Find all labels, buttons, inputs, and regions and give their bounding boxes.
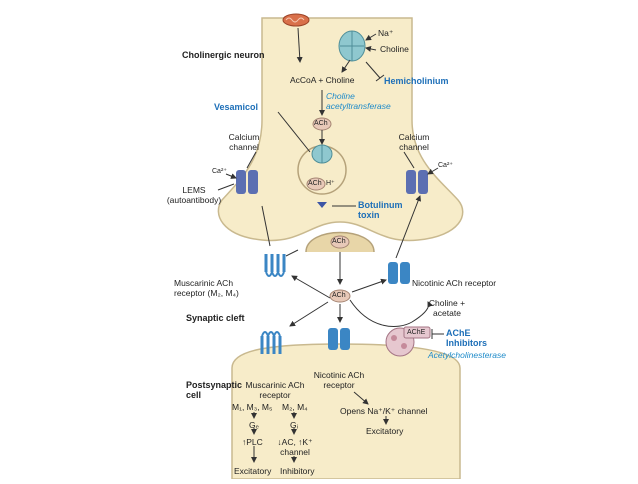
hemicholinium-label: Hemicholinium (384, 76, 449, 86)
nicotinic-postsynaptic-label: Nicotinic ACh receptor (313, 370, 365, 390)
excitatory-right-label: Excitatory (366, 426, 404, 436)
gpcr-receptor-icon (264, 254, 286, 277)
vesicle-ach (306, 177, 326, 191)
na-arrow (365, 33, 377, 41)
gq-label: Gₑ (249, 420, 259, 430)
vesamicol-inhibit (277, 111, 311, 153)
acoa-arrow (296, 27, 303, 63)
hemicholinium-inhibit (365, 61, 381, 79)
calcium-channel-icon (236, 170, 258, 194)
cholinergic-neuron-label: Cholinergic neuron (182, 50, 265, 60)
choline-arrow (365, 46, 377, 52)
vesamicol-label: Vesamicol (214, 102, 259, 112)
ache-enzyme-label: AChE (407, 329, 426, 336)
acetylcholinesterase-label: Acetylcholinesterase (428, 350, 506, 360)
choline-label: Choline (380, 44, 409, 54)
nicotinic-receptor-icon (328, 328, 350, 350)
plc-label: ↑PLC (242, 437, 263, 447)
cleft-ach-label: ACh (332, 292, 346, 299)
ca-right-label: Ca²⁺ (438, 162, 453, 169)
muscarinic-postsynaptic-label: Muscarinic ACh receptor (245, 380, 305, 400)
calcium-channel-left-label: Calcium channel (228, 132, 260, 152)
inhibitory-label: Inhibitory (280, 466, 315, 476)
m-even-label: M₂, M₄ (282, 402, 308, 412)
muscarinic-presynaptic-label: Muscarinic ACh receptor (M₂, M₄) (174, 278, 239, 298)
mitochondrion-icon (282, 13, 310, 27)
m-odd-label: M₁, M₃, M₅ (232, 402, 273, 412)
choline-acetyltransferase-label: Choline acetyltransferase (326, 91, 391, 111)
choline-transporter-icon (338, 30, 366, 62)
calcium-channel-icon (406, 170, 428, 194)
cleft-ach (329, 289, 351, 303)
lems-inhibit (217, 183, 235, 191)
choline-uptake-arrow (341, 59, 351, 73)
excitatory-left-label: Excitatory (234, 466, 272, 476)
ca-left-label: Ca²⁺ (212, 168, 227, 175)
choline-acetate-label: Choline + acetate (428, 298, 466, 318)
gpcr-receptor-icon (260, 331, 282, 354)
h-plus-label: H⁺ (326, 180, 335, 187)
vesicle-transporter-icon (311, 144, 333, 164)
nicotinic-receptor-icon (388, 262, 410, 284)
na-label: Na⁺ (378, 28, 394, 38)
ach-synth-label: ACh (314, 120, 328, 127)
docked-ach-label: ACh (332, 238, 346, 245)
acoa-choline-label: AcCoA + Choline (290, 75, 355, 85)
lems-label: LEMS (autoantibody) (166, 185, 222, 205)
ac-k-label: ↓AC, ↑K⁺ channel (277, 437, 313, 457)
ache-enzyme-icon (385, 326, 431, 357)
ache-inhibitors-label: AChE Inhibitors (446, 328, 487, 348)
opens-na-k-label: Opens Na⁺/K⁺ channel (340, 406, 428, 416)
gi-label: Gᵢ (290, 420, 298, 430)
postsynaptic-cell-label: Postsynaptic cell (186, 380, 243, 400)
hydrolysis-arrow (349, 299, 433, 328)
nicotinic-presynaptic-label: Nicotinic ACh receptor (412, 278, 497, 288)
botulinum-toxin-label: Botulinum toxin (358, 200, 403, 220)
calcium-channel-right-label: Calcium channel (398, 132, 430, 152)
exocytosis-arrow (317, 202, 327, 208)
synaptic-cleft-label: Synaptic cleft (186, 313, 245, 323)
vesicle-ach-label: ACh (308, 180, 322, 187)
presynaptic-terminal (217, 17, 464, 242)
